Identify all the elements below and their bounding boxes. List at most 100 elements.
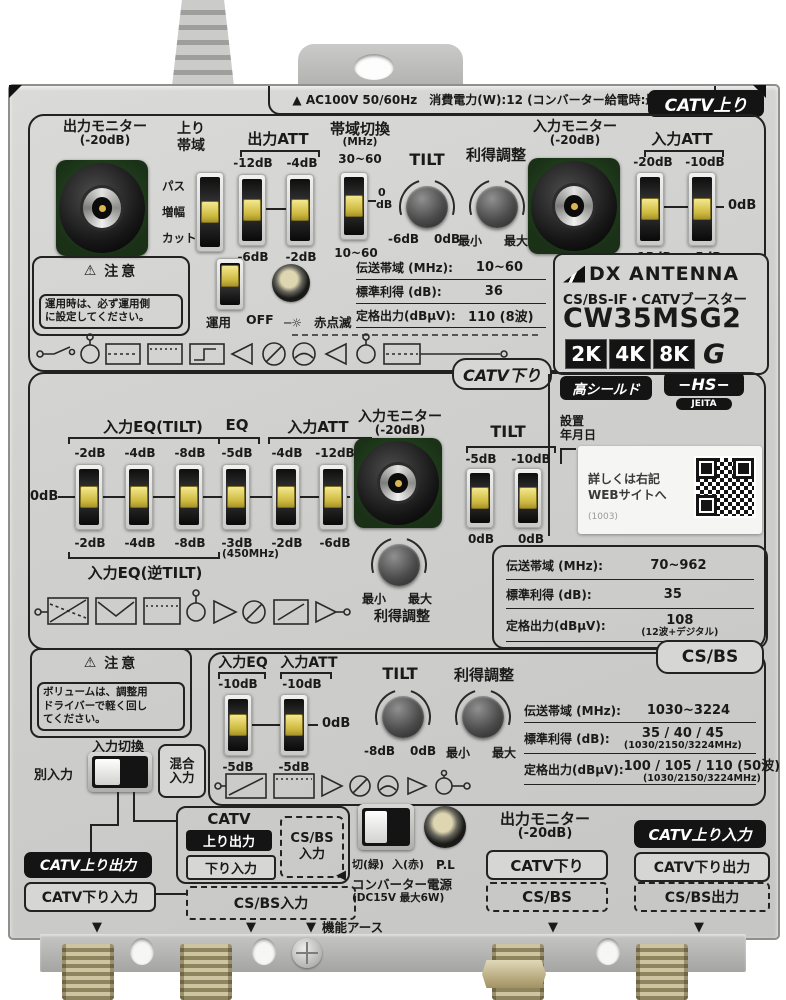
gain2-knob[interactable] [378, 544, 420, 586]
catv-down-section [28, 372, 766, 650]
csbs-spec-table: 伝送帯域 (MHz):1030~3224 標準利得 (dB):35 / 40 /… [524, 698, 780, 785]
warning-icon [84, 655, 100, 671]
f-port-catv-out [636, 944, 688, 1000]
down-in-badge: 下り入力 [186, 855, 276, 880]
up-band-pos-pass: パス [162, 179, 185, 193]
out-att-switch-1[interactable] [238, 174, 266, 246]
input-select-left-label: 別入力 [34, 768, 74, 783]
up-band-switch[interactable] [196, 172, 224, 252]
link-line [308, 724, 318, 726]
down-arrow-icon [694, 916, 704, 935]
sw-bot-label: -3dB [221, 536, 253, 550]
att2-switch-1[interactable] [272, 464, 300, 530]
signal-path-diagram-csbs [214, 769, 471, 799]
catv-box-label: CATV [207, 810, 251, 828]
rev-tilt-bracket [68, 552, 220, 559]
eq-switch[interactable] [222, 464, 250, 530]
att3-top: -10dB [282, 677, 322, 691]
eq-tilt-switch-1[interactable] [75, 464, 103, 530]
gain3-knob[interactable] [462, 696, 504, 738]
plate-hole [596, 938, 620, 965]
conv-on-label: 入(赤) [392, 858, 425, 871]
tilt2-switch-1[interactable] [466, 468, 494, 528]
tilt2-label: TILT [490, 422, 526, 441]
bottom-plate [40, 934, 746, 972]
brand-box: DX ANTENNA CS/BS-IF・CATVブースター CW35MSG2 2… [553, 253, 769, 375]
left-zero-label: 0dB [30, 489, 59, 504]
tilt1-label: TILT [409, 150, 445, 169]
out-monitor-port [56, 160, 148, 256]
plate-hole [252, 938, 276, 965]
sw-top-label: -2dB [74, 446, 106, 460]
screw [292, 938, 322, 968]
out-att-top2: -4dB [286, 156, 318, 170]
caution-text: に設定してください。 [45, 311, 150, 324]
spec-row: 定格出力(dBμV):100 / 105 / 110 (50波)(1030/21… [524, 754, 780, 785]
out-att-switch-2[interactable] [286, 174, 314, 246]
spec-row: 定格出力(dBμV):110 (8波) [356, 304, 546, 328]
band-switch[interactable] [340, 172, 368, 240]
tilt3-knob[interactable] [382, 696, 424, 738]
plate-hole [130, 938, 154, 965]
spec-row: 標準利得 (dB):35 / 40 / 45(1030/2150/3224MHz… [524, 723, 756, 754]
in-att-switch-1[interactable] [636, 172, 664, 246]
eq-tilt-switch-3[interactable] [175, 464, 203, 530]
spec-row: 標準利得 (dB):36 [356, 280, 546, 304]
power-cable [172, 0, 234, 86]
signal-wire [117, 792, 119, 826]
in-att-switch-2[interactable] [688, 172, 716, 246]
install-date-label2: 年月日 [560, 428, 597, 442]
in-att-label: 入力ATT [651, 130, 713, 148]
web-info-label: 詳しくは右記 WEBサイトへ (1003) [578, 446, 762, 534]
corner-mark [9, 85, 22, 98]
sw-top-label: -4dB [124, 446, 156, 460]
converter-power-switch[interactable] [358, 804, 414, 850]
out-monitor-b-label: 出力モニター [499, 810, 590, 828]
signal-wire [90, 824, 119, 826]
eq3-label: 入力EQ [218, 655, 268, 671]
link-line [716, 206, 724, 208]
gain1-knob[interactable] [476, 186, 518, 228]
tilt1-knob[interactable] [406, 186, 448, 228]
gain3-label: 利得調整 [453, 666, 514, 684]
tilt2-switch-2[interactable] [514, 468, 542, 528]
catv-up-in-badge: CATV上り入力 [634, 820, 766, 848]
gain1-label: 利得調整 [465, 146, 526, 164]
product-type: CS/BS-IF・CATVブースター [563, 292, 747, 308]
eq-tilt-switch-2[interactable] [125, 464, 153, 530]
eq-bracket [218, 437, 260, 444]
att3-switch[interactable] [280, 694, 308, 756]
csbs-section [208, 652, 766, 806]
corner-mark [560, 448, 576, 464]
out-att-bracket [240, 150, 320, 157]
att2-switch-2[interactable] [319, 464, 347, 530]
f-connector [59, 163, 145, 253]
g-logo: G [703, 339, 726, 370]
eq3-switch[interactable] [224, 694, 252, 756]
csbs-zero: 0dB [322, 716, 351, 731]
gain1-min: 最小 [458, 234, 483, 248]
blink-icon [284, 312, 302, 331]
catv-down-spec-box: 伝送帯域 (MHz):70~962 標準利得 (dB):35 定格出力(dBμV… [492, 545, 768, 649]
qr-text-1: 詳しくは右記 [588, 472, 661, 486]
conv-off-label: 切(緑) [352, 858, 385, 871]
tilt2-top2: -10dB [511, 452, 551, 466]
f-port-csbs-in [180, 944, 232, 1000]
qr-code [694, 456, 756, 518]
band-switch-top: 30~60 [338, 152, 382, 166]
tilt2-bot2: 0dB [517, 532, 545, 546]
in-monitor-label: 入力モニター [533, 119, 617, 135]
input-select-switch[interactable] [88, 752, 152, 792]
model-number: CW35MSG2 [563, 303, 742, 334]
eq-label: EQ [225, 416, 249, 434]
run-off-switch[interactable] [216, 258, 244, 310]
link-line [252, 724, 280, 726]
sw-bot-label: -6dB [319, 536, 351, 550]
tilt1-min: -6dB [388, 232, 420, 246]
in-monitor2-sub: (-20dB) [374, 423, 426, 437]
hs-badge: −HS− [664, 372, 744, 396]
status-led [272, 264, 310, 302]
